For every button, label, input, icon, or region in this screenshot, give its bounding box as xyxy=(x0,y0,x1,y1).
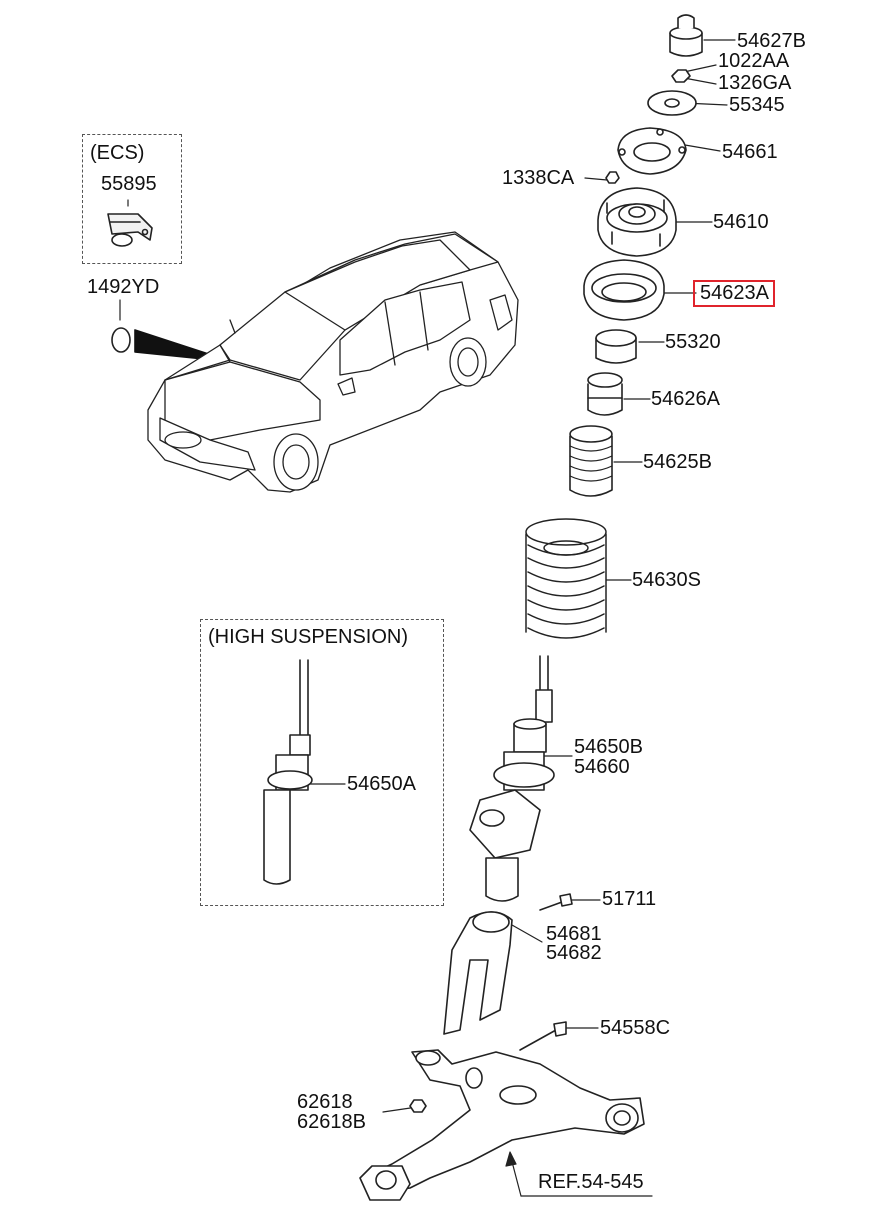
callout-54650A[interactable]: 54650A xyxy=(347,773,416,795)
car-illustration xyxy=(147,231,519,493)
callout-54630S[interactable]: 54630S xyxy=(632,569,701,591)
callout-55320[interactable]: 55320 xyxy=(665,331,721,353)
callout-1492YD[interactable]: 1492YD xyxy=(87,276,160,298)
callout-1326GA[interactable]: 1326GA xyxy=(718,72,792,94)
part-1022AA-nut xyxy=(671,69,691,83)
callout-55345[interactable]: 55345 xyxy=(729,94,785,116)
part-51711-bolt xyxy=(539,893,573,911)
callout-54661[interactable]: 54661 xyxy=(722,141,778,163)
part-54626A-bumper xyxy=(587,372,623,416)
lower-control-arm xyxy=(359,1049,645,1201)
part-54681-fork xyxy=(443,911,513,1035)
part-54625B-boot xyxy=(569,425,613,497)
ecs-group-title: (ECS) xyxy=(90,142,145,164)
callout-54682[interactable]: 54682 xyxy=(546,942,602,964)
callout-54627B[interactable]: 54627B xyxy=(737,30,806,52)
callout-54623A-highlighted[interactable]: 54623A xyxy=(693,280,775,307)
leader-lines xyxy=(119,39,736,1197)
part-54650A-strut xyxy=(263,659,313,885)
high-suspension-group-box xyxy=(200,619,444,906)
callout-54626A[interactable]: 54626A xyxy=(651,388,720,410)
grommet-part xyxy=(111,327,131,353)
callout-54681[interactable]: 54681 xyxy=(546,923,602,945)
callout-55895[interactable]: 55895 xyxy=(101,173,157,195)
callout-54650B[interactable]: 54650B xyxy=(574,736,643,758)
callout-54660[interactable]: 54660 xyxy=(574,756,630,778)
callout-62618[interactable]: 62618 xyxy=(297,1091,353,1113)
sensor-part xyxy=(107,213,153,247)
part-54623A-seat xyxy=(583,259,665,321)
callout-54625B[interactable]: 54625B xyxy=(643,451,712,473)
callout-54558C[interactable]: 54558C xyxy=(600,1017,671,1039)
part-62618-nut xyxy=(409,1099,427,1113)
part-54650B-strut xyxy=(469,655,555,902)
part-54627B xyxy=(669,14,703,57)
part-1338CA-nut xyxy=(605,171,620,184)
callout-1022AA[interactable]: 1022AA xyxy=(718,50,790,72)
callout-ref-54-545[interactable]: REF.54-545 xyxy=(538,1171,644,1193)
part-55320-bearing xyxy=(595,329,637,364)
part-55345-washer xyxy=(647,90,697,116)
callout-62618B[interactable]: 62618B xyxy=(297,1111,366,1133)
part-54630S-spring xyxy=(525,518,607,639)
callout-51711[interactable]: 51711 xyxy=(602,888,657,910)
part-54558C-bolt xyxy=(519,1021,567,1051)
callout-54610[interactable]: 54610 xyxy=(713,211,769,233)
high-suspension-group-title: (HIGH SUSPENSION) xyxy=(208,626,409,648)
callout-1338CA[interactable]: 1338CA xyxy=(502,167,575,189)
ecs-group-box xyxy=(82,134,182,264)
part-54610-mount xyxy=(597,187,677,257)
part-54661-bracket xyxy=(617,127,687,175)
